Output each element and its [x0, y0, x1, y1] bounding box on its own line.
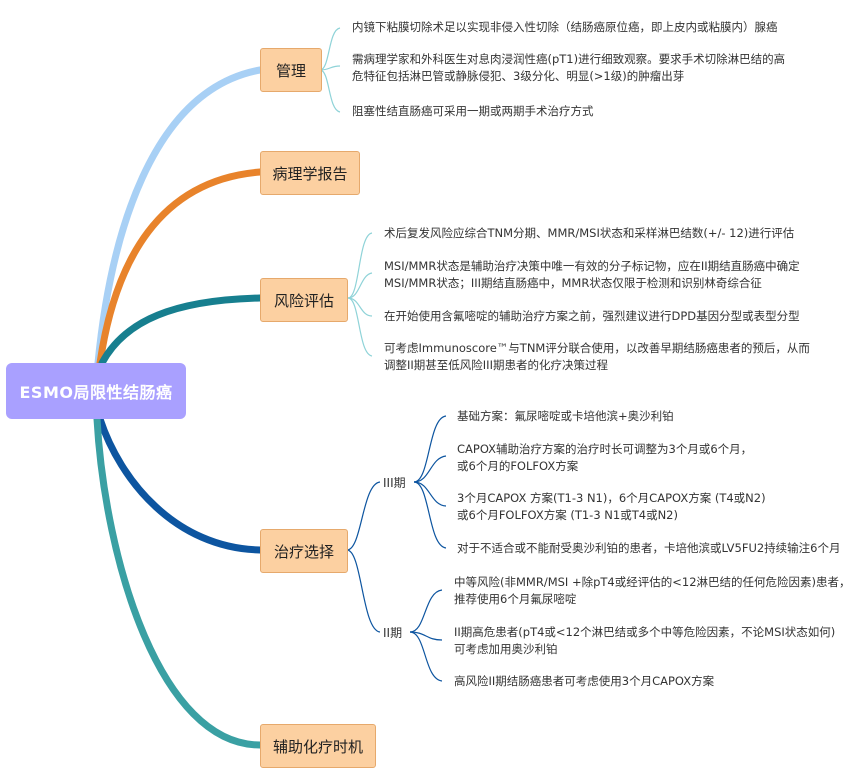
branch-treatment: [96, 415, 264, 554]
risk-item-4: 可考虑Immunoscore™与TNM评分联合使用，以改善早期结肠癌患者的预后，…: [384, 341, 810, 372]
stage2-label[interactable]: II期: [383, 626, 403, 640]
topic-management-label: 管理: [275, 61, 306, 80]
topic-pathology-label: 病理学报告: [272, 164, 348, 183]
management-item-1: 内镜下粘膜切除术足以实现非侵入性切除（结肠癌原位癌，即上皮内或粘膜内）腺癌: [352, 20, 778, 34]
root-title: ESMO局限性结肠癌: [19, 383, 173, 402]
branch-risk: [98, 294, 264, 367]
topic-treatment[interactable]: 治疗选择: [260, 529, 348, 573]
management-item-2: 需病理学家和外科医生对息肉浸润性癌(pT1)进行细致观察。要求手术切除淋巴结的高…: [352, 52, 786, 83]
branch-pathology: [96, 168, 264, 367]
stage2-item-3: 高风险II期结肠癌患者可考虑使用3个月CAPOX方案: [454, 674, 715, 688]
stage3-item-4: 对于不适合或不能耐受奥沙利铂的患者，卡培他滨或LV5FU2持续输注6个月: [457, 541, 841, 555]
stage3-label[interactable]: III期: [383, 476, 406, 490]
risk-item-3: 在开始使用含氟嘧啶的辅助治疗方案之前，强烈建议进行DPD基因分型或表型分型: [384, 309, 800, 323]
topic-treatment-label: 治疗选择: [273, 542, 334, 561]
topic-pathology[interactable]: 病理学报告: [260, 151, 360, 195]
branch-management: [94, 66, 264, 367]
root-node[interactable]: ESMO局限性结肠癌: [6, 363, 186, 419]
topic-timing-label: 辅助化疗时机: [272, 737, 363, 756]
management-item-3: 阻塞性结直肠癌可采用一期或两期手术治疗方式: [352, 104, 594, 118]
stage3-item-1: 基础方案：氟尿嘧啶或卡培他滨+奥沙利铂: [457, 409, 674, 423]
branch-timing: [93, 415, 264, 749]
stage3-item-3: 3个月CAPOX 方案(T1-3 N1)，6个月CAPOX方案 (T4或N2) …: [457, 491, 766, 522]
stage2-item-1: 中等风险(非MMR/MSI +除pT4或经评估的<12淋巴结的任何危险因素)患者…: [454, 575, 851, 606]
topic-management[interactable]: 管理: [260, 48, 322, 92]
stage2-item-2: II期高危患者(pT4或<12个淋巴结或多个中等危险因素，不论MSI状态如何) …: [454, 625, 836, 656]
topic-timing[interactable]: 辅助化疗时机: [260, 724, 376, 768]
risk-item-1: 术后复发风险应综合TNM分期、MMR/MSI状态和采样淋巴结数(+/- 12)进…: [384, 226, 795, 240]
topic-risk-label: 风险评估: [273, 291, 334, 310]
risk-item-2: MSI/MMR状态是辅助治疗决策中唯一有效的分子标记物，应在II期结直肠癌中确定…: [384, 259, 800, 290]
topic-risk[interactable]: 风险评估: [260, 278, 348, 322]
stage3-item-2: CAPOX辅助治疗方案的治疗时长可调整为3个月或6个月， 或6个月的FOLFOX…: [457, 442, 753, 473]
